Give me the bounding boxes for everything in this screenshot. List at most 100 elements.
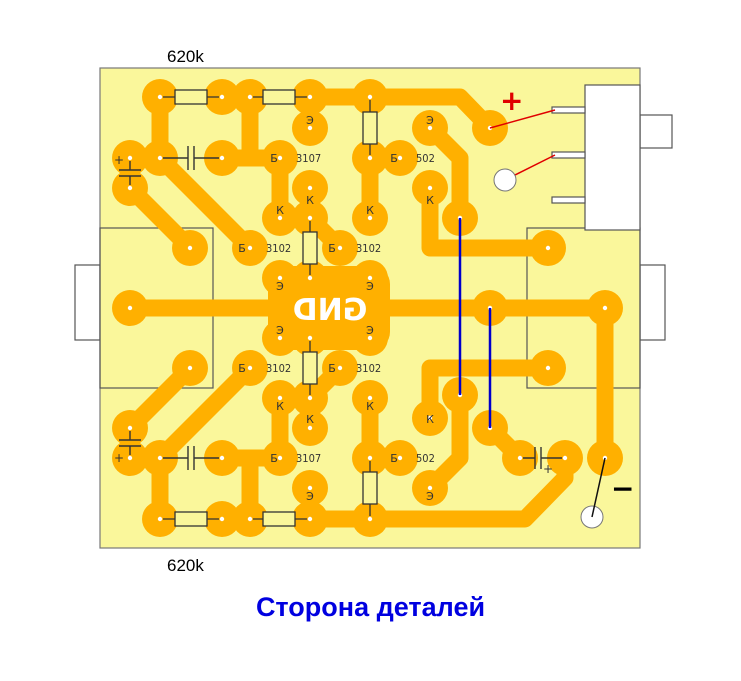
svg-text:К: К xyxy=(366,204,374,217)
svg-text:К: К xyxy=(276,400,284,413)
drill-hole xyxy=(127,425,133,431)
drill-hole xyxy=(307,275,313,281)
drill-hole xyxy=(602,305,608,311)
svg-text:Б: Б xyxy=(390,152,398,165)
svg-text:3102: 3102 xyxy=(266,362,291,375)
drill-hole xyxy=(157,516,163,522)
svg-text:502: 502 xyxy=(416,152,435,165)
svg-text:3107: 3107 xyxy=(296,152,321,165)
svg-text:Б: Б xyxy=(328,242,336,255)
drill-hole xyxy=(247,516,253,522)
cap-plus-mark: + xyxy=(543,462,553,476)
drill-hole xyxy=(307,485,313,491)
drill-hole xyxy=(307,395,313,401)
drill-hole xyxy=(397,155,403,161)
drill-hole xyxy=(367,94,373,100)
cap-plus-mark: + xyxy=(114,451,124,465)
drill-hole xyxy=(277,215,283,221)
resistor xyxy=(362,111,378,145)
drill-hole xyxy=(545,365,551,371)
drill-hole xyxy=(307,425,313,431)
drill-hole xyxy=(397,455,403,461)
drill-hole xyxy=(562,455,568,461)
pads xyxy=(112,79,623,537)
svg-text:К: К xyxy=(306,413,314,426)
drill-hole xyxy=(367,455,373,461)
svg-text:Б: Б xyxy=(328,362,336,375)
drill-hole xyxy=(277,155,283,161)
drill-hole xyxy=(367,335,373,341)
svg-text:К: К xyxy=(306,194,314,207)
svg-text:Б: Б xyxy=(390,452,398,465)
drill-hole xyxy=(427,185,433,191)
drill-hole xyxy=(127,305,133,311)
drill-hole xyxy=(247,365,253,371)
cap-plus-mark: + xyxy=(114,153,124,167)
drill-hole xyxy=(247,94,253,100)
drill-hole xyxy=(277,335,283,341)
drill-hole xyxy=(337,245,343,251)
resistor xyxy=(262,89,296,105)
svg-text:502: 502 xyxy=(416,452,435,465)
drill-hole xyxy=(277,275,283,281)
drill-hole xyxy=(277,395,283,401)
jumper-wires xyxy=(458,218,492,428)
svg-text:Б: Б xyxy=(270,452,278,465)
drill-hole xyxy=(307,94,313,100)
pin-labels: Э Э Б Б К К К К Б Б Э Э Э Э Б Б К К К К … xyxy=(238,114,434,503)
drill-hole xyxy=(307,185,313,191)
power-wires xyxy=(489,109,606,529)
drill-hole xyxy=(367,155,373,161)
drill-hole xyxy=(187,365,193,371)
svg-text:Э: Э xyxy=(366,280,374,293)
connector-right-tab xyxy=(639,114,673,341)
svg-text:3102: 3102 xyxy=(356,362,381,375)
drill-hole xyxy=(545,245,551,251)
drill-hole xyxy=(307,215,313,221)
connector-left xyxy=(74,264,101,341)
drill-hole xyxy=(517,455,523,461)
drill-hole xyxy=(157,94,163,100)
svg-text:3102: 3102 xyxy=(356,242,381,255)
drill-hole xyxy=(127,185,133,191)
plus-terminal-label: + xyxy=(500,84,523,117)
drill-hole xyxy=(367,275,373,281)
svg-text:Б: Б xyxy=(238,362,246,375)
svg-text:Э: Э xyxy=(426,114,434,127)
power-terminal xyxy=(493,168,517,192)
minus-terminal-label: − xyxy=(611,472,634,505)
svg-text:Э: Э xyxy=(276,324,284,337)
drill-hole xyxy=(219,455,225,461)
resistor-label-top: 620k xyxy=(167,47,204,66)
drill-hole xyxy=(127,455,133,461)
svg-text:Э: Э xyxy=(306,490,314,503)
svg-text:К: К xyxy=(366,400,374,413)
svg-text:К: К xyxy=(426,413,434,426)
drill-hole xyxy=(427,485,433,491)
drill-hole xyxy=(427,415,433,421)
resistor-label-bottom: 620k xyxy=(167,556,204,575)
transistor-labels: 3107 502 3102 3102 3102 3102 3107 502 xyxy=(266,152,435,465)
drill-hole xyxy=(157,455,163,461)
drill-hole xyxy=(307,335,313,341)
page-title: Сторона деталей xyxy=(255,592,486,622)
drill-hole xyxy=(247,245,253,251)
svg-text:3107: 3107 xyxy=(296,452,321,465)
drill-hole xyxy=(219,155,225,161)
svg-text:3102: 3102 xyxy=(266,242,291,255)
resistor xyxy=(174,511,208,527)
gnd-label: GND xyxy=(293,293,368,328)
svg-text:Э: Э xyxy=(306,114,314,127)
svg-text:Б: Б xyxy=(270,152,278,165)
drill-hole xyxy=(307,516,313,522)
drill-hole xyxy=(307,125,313,131)
svg-text:К: К xyxy=(426,194,434,207)
svg-text:Б: Б xyxy=(238,242,246,255)
drill-hole xyxy=(427,125,433,131)
drill-hole xyxy=(219,516,225,522)
drill-hole xyxy=(157,155,163,161)
resistor xyxy=(174,89,208,105)
drill-hole xyxy=(367,516,373,522)
drill-hole xyxy=(487,125,493,131)
